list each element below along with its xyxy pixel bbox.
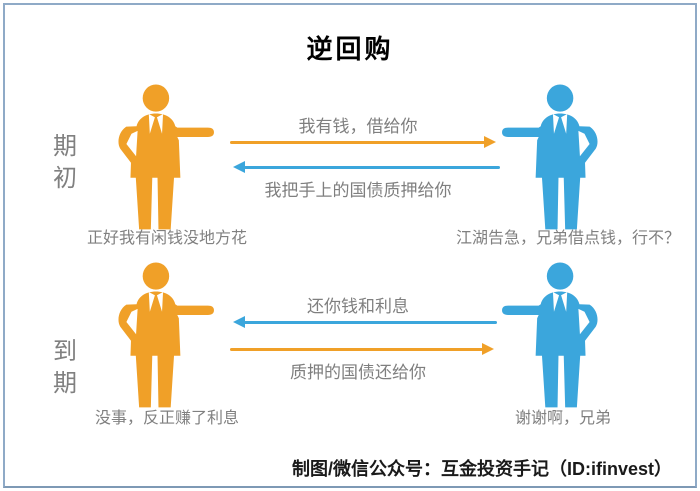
- arrow-repay-interest: [233, 316, 497, 328]
- arrow-pledge-bonds: [233, 161, 500, 173]
- borrower-caption-top: 江湖告急，兄弟借点钱，行不？: [455, 230, 680, 247]
- page-title: 逆回购: [306, 34, 394, 64]
- borrower-figure-top: [500, 84, 612, 234]
- arrow-label-repay-interest: 还你钱和利息: [307, 297, 409, 316]
- arrowhead-right-icon: [484, 136, 496, 148]
- period-label-maturity: 到期: [53, 338, 77, 397]
- lender-caption-top: 正好我有闲钱没地方花: [86, 230, 247, 247]
- businessman-icon: [502, 262, 598, 408]
- lender-caption-bottom: 没事，反正赚了利息: [94, 410, 239, 427]
- arrow-label-pledge-bonds: 我把手上的国债质押给你: [264, 181, 452, 200]
- arrowhead-left-icon: [233, 316, 245, 328]
- borrower-figure-bottom: [500, 262, 612, 412]
- businessman-icon: [502, 84, 598, 230]
- lender-figure-top: [104, 84, 216, 234]
- arrowhead-left-icon: [233, 161, 245, 173]
- credit-watermark: 制图/微信公众号：互金投资手记（ID:ifinvest）: [291, 459, 672, 479]
- lender-figure-bottom: [104, 262, 216, 412]
- borrower-caption-bottom: 谢谢啊，兄弟: [514, 410, 611, 427]
- arrow-lend-money: [230, 136, 496, 148]
- businessman-icon: [118, 262, 214, 408]
- period-label-start: 期初: [53, 133, 77, 192]
- businessman-icon: [118, 84, 214, 230]
- arrow-label-lend-money: 我有钱，借给你: [298, 117, 418, 136]
- arrow-return-bonds: [230, 343, 494, 355]
- arrow-label-return-bonds: 质押的国债还给你: [290, 363, 426, 382]
- arrowhead-right-icon: [482, 343, 494, 355]
